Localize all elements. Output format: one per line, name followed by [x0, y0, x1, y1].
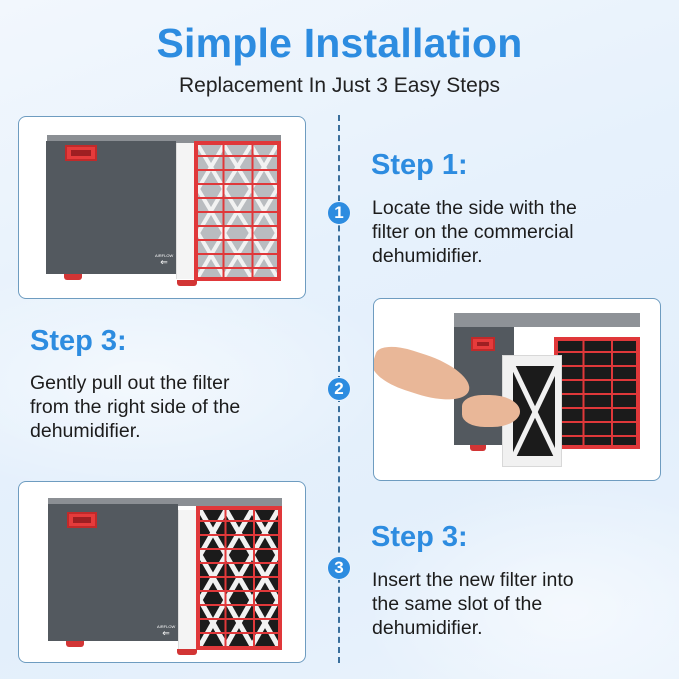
step-3-description: Insert the new filter into the same slot… — [372, 569, 574, 639]
step-1-heading: Step 1: — [371, 149, 468, 181]
step-badge-1: 1 — [327, 201, 351, 225]
step-3-heading: Step 3: — [371, 521, 468, 553]
step-badge-3: 3 — [327, 556, 351, 580]
step-1-image-card: AIRFLOW ⇐ — [18, 116, 306, 299]
page-subtitle: Replacement In Just 3 Easy Steps — [179, 74, 500, 97]
hand-icon — [462, 395, 520, 427]
carry-handle-icon — [65, 145, 97, 161]
step-2-description: Gently pull out the filter from the righ… — [30, 372, 241, 442]
step-1-description: Locate the side with the filter on the c… — [372, 197, 577, 267]
arrow-left-icon: ⇐ — [162, 628, 170, 638]
filter-frame — [194, 141, 281, 281]
carry-handle-icon — [67, 512, 97, 528]
airflow-label: AIRFLOW ⇐ — [155, 253, 174, 267]
arrow-left-icon: ⇐ — [160, 257, 168, 267]
step-3-image-card: AIRFLOW ⇐ — [18, 481, 306, 663]
page-title: Simple Installation — [156, 20, 523, 66]
step-2-image-card — [373, 298, 661, 481]
dehumidifier-image: AIRFLOW ⇐ — [19, 117, 305, 298]
step-badge-2: 2 — [327, 377, 351, 401]
dehumidifier-filter-removal-image — [374, 299, 660, 480]
filter-pleat-icon — [513, 366, 557, 458]
airflow-label: AIRFLOW ⇐ — [157, 624, 176, 638]
filter-frame — [554, 337, 640, 449]
dehumidifier-new-filter-image: AIRFLOW ⇐ — [19, 482, 305, 662]
carry-handle-icon — [471, 337, 495, 351]
filter-frame — [196, 506, 282, 650]
step-2-heading: Step 3: — [30, 325, 127, 357]
